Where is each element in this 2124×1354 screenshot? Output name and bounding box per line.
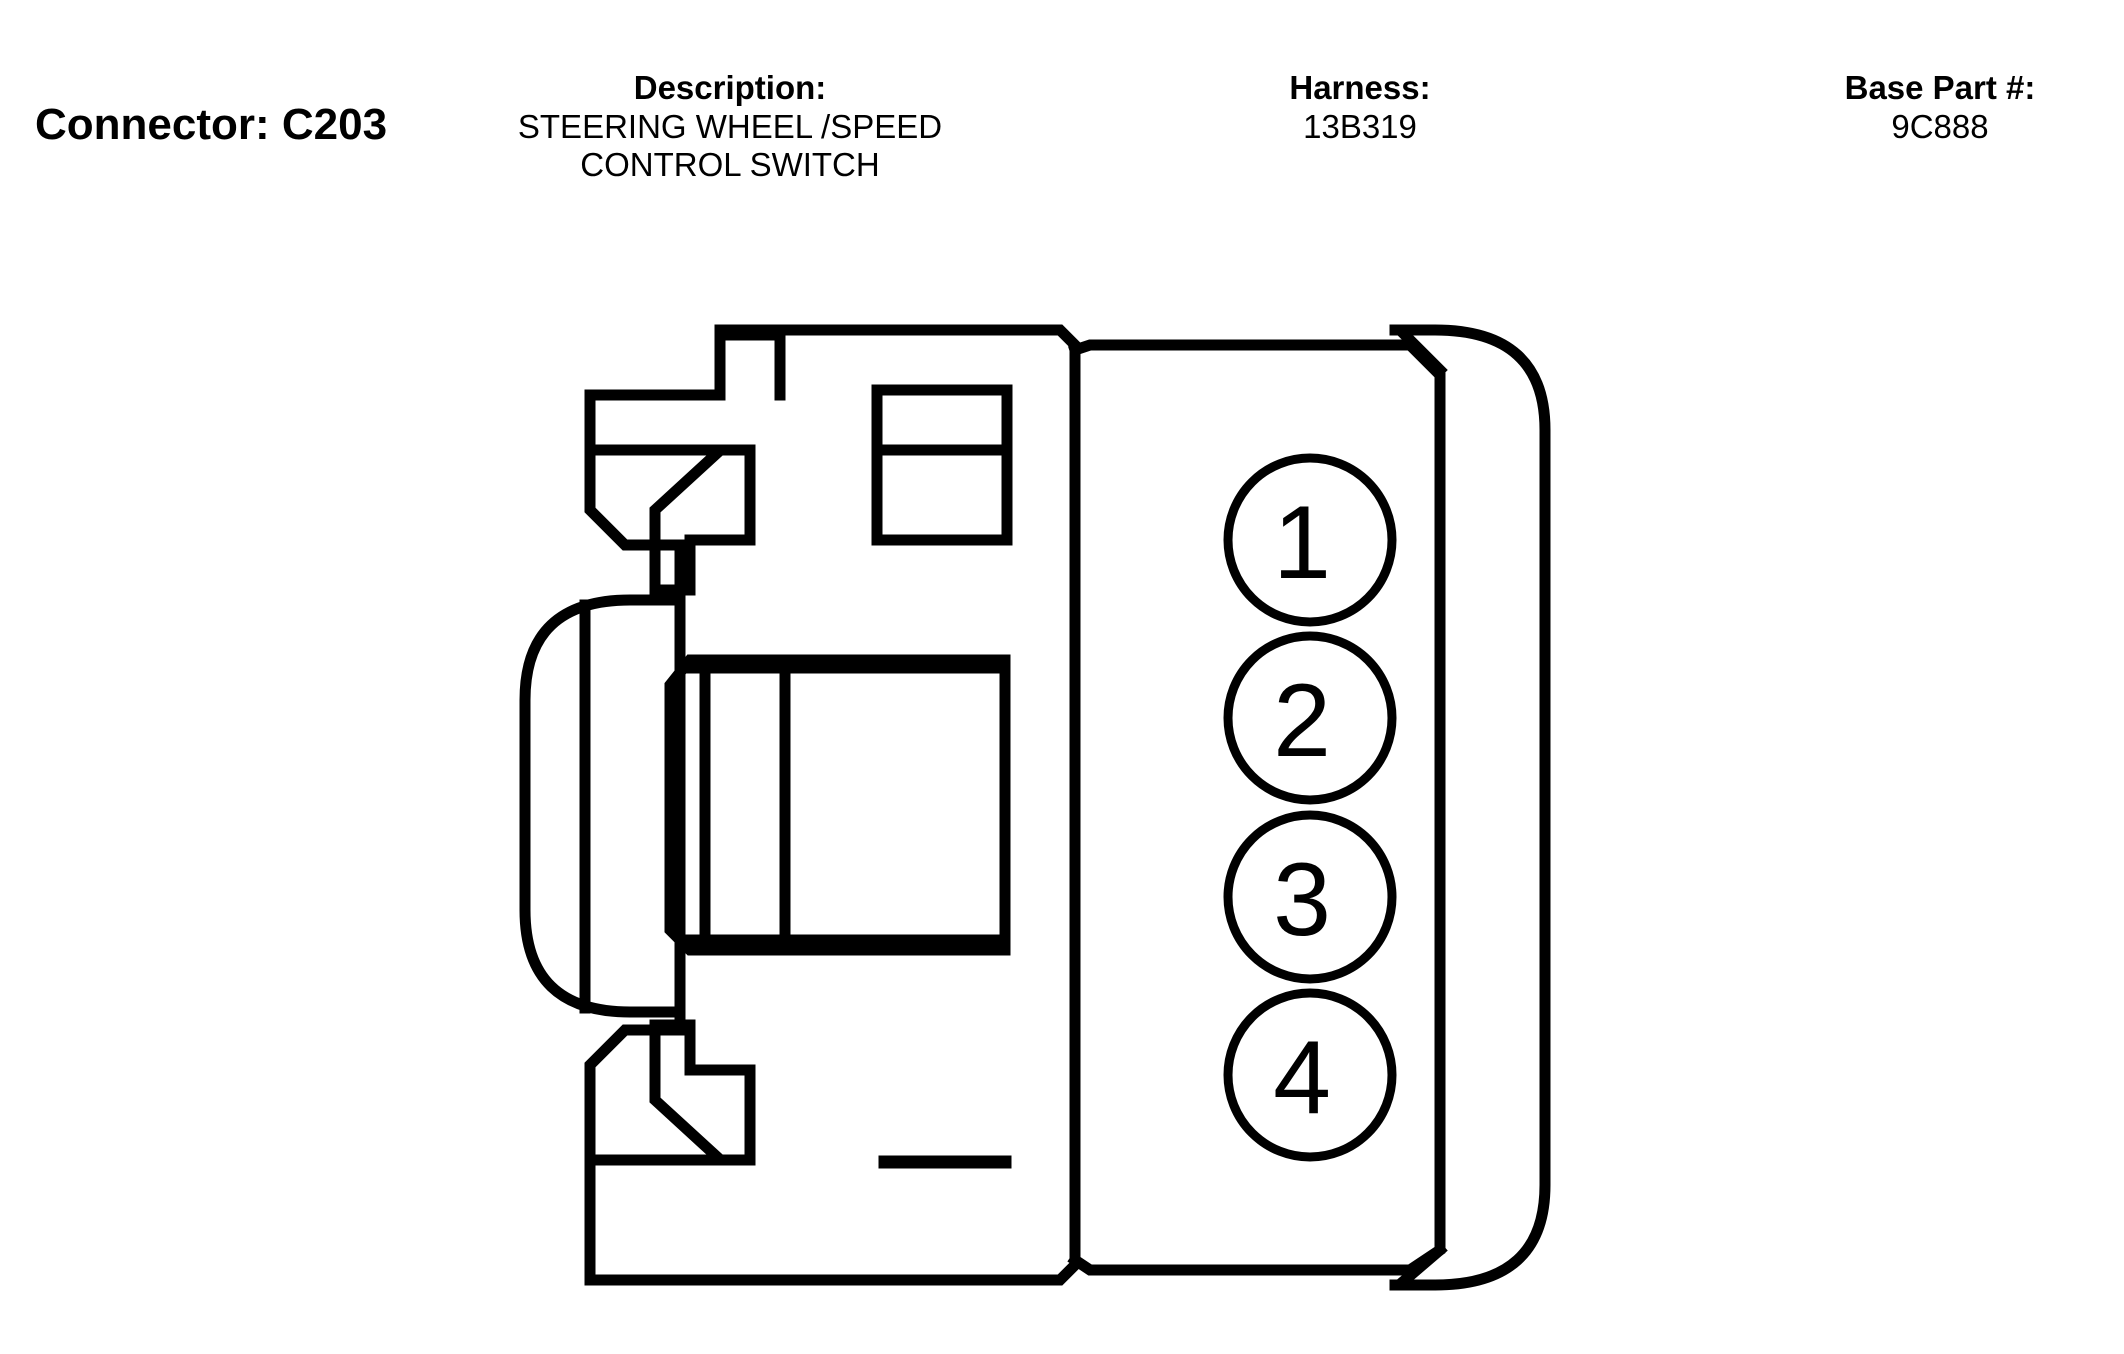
end-cap-chamfer-top <box>1397 327 1448 378</box>
housing-top-tab <box>714 329 786 401</box>
description-line-2: CONTROL SWITCH <box>580 146 880 183</box>
end-cap <box>1389 324 1551 1291</box>
harness-block: Harness: 13B319 <box>1170 68 1550 146</box>
base-part-block: Base Part #: 9C888 <box>1750 68 2124 146</box>
upper-latch <box>589 444 756 596</box>
pin-number-2: 2 <box>1273 663 1331 779</box>
end-cap-chamfer-bottom <box>1397 1242 1448 1288</box>
pin-cavity-3 <box>1223 810 1397 984</box>
lower-latch <box>589 1019 756 1166</box>
pin-number-4: 4 <box>1273 1020 1331 1136</box>
left-lock-rounded <box>519 594 686 1018</box>
pin-cavity-1 <box>1223 453 1397 627</box>
description-line-1: STEERING WHEEL /SPEED <box>517 108 943 145</box>
mating-face <box>1067 339 1446 1276</box>
housing-left-body <box>584 324 1081 1286</box>
pin-cavity-4 <box>1223 988 1397 1162</box>
base-part-value: 9C888 <box>1891 108 1989 145</box>
pin-cavity-2 <box>1223 631 1397 805</box>
harness-value: 13B319 <box>1303 108 1417 145</box>
center-latch-outer <box>664 654 1011 956</box>
top-window <box>871 384 1013 546</box>
pin-number-1: 1 <box>1273 485 1331 601</box>
harness-label: Harness: <box>1289 69 1431 106</box>
connector-title: Connector: C203 <box>35 100 388 149</box>
base-part-label: Base Part #: <box>1844 69 2036 106</box>
description-label: Description: <box>633 69 827 106</box>
description-block: Description: STEERING WHEEL /SPEED CONTR… <box>430 68 1030 184</box>
pin-number-3: 3 <box>1273 842 1331 958</box>
